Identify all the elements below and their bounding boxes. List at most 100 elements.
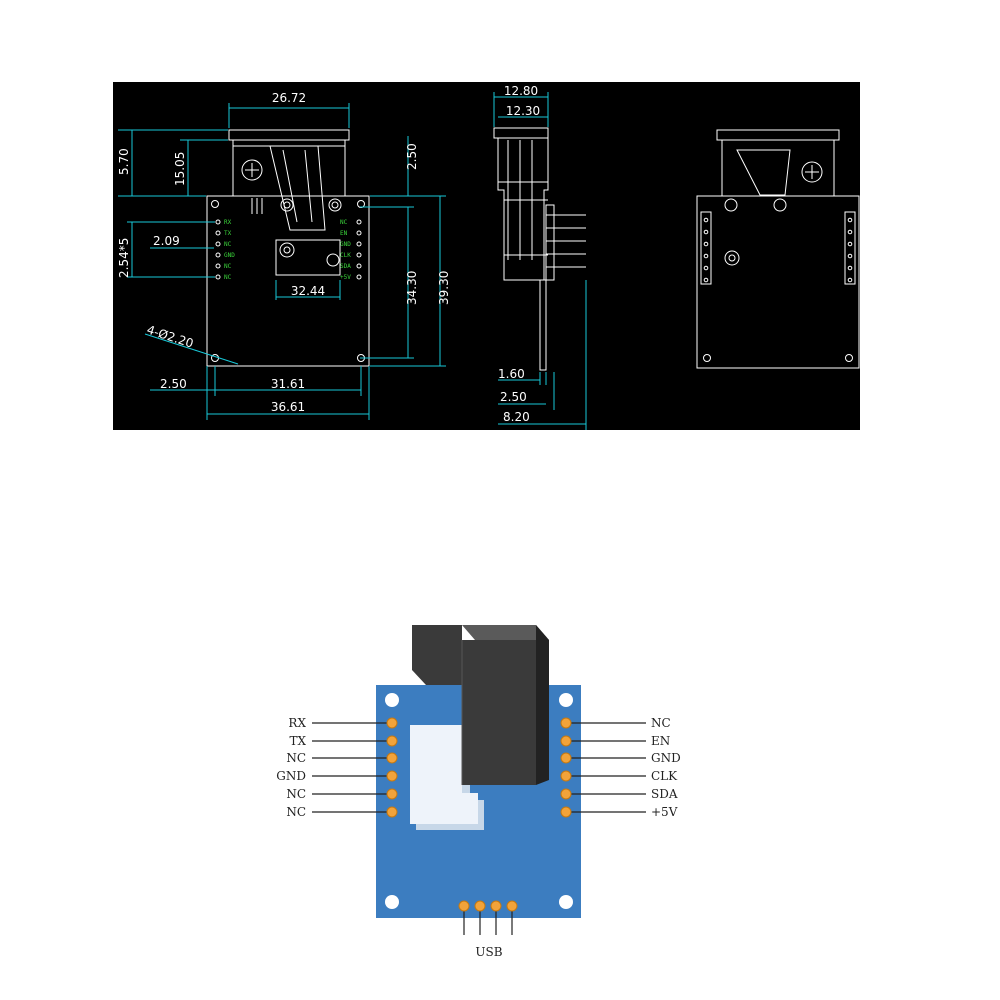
pin-pad — [386, 788, 398, 800]
side-housing-steps — [498, 181, 548, 256]
side-view — [493, 127, 586, 371]
front-housing-lip — [232, 139, 346, 147]
pcb-mount-hole — [559, 895, 573, 909]
back-right-header — [844, 211, 856, 285]
front-lower-block — [275, 239, 341, 276]
front-lens-lines — [282, 149, 313, 223]
dim-right-top: 2.50 — [405, 143, 419, 170]
left-pads — [386, 717, 398, 818]
usb-label: USB — [475, 945, 502, 959]
housing-back-block — [412, 625, 462, 685]
silk-label: NC — [224, 241, 232, 248]
pin-label-gnd: GND — [651, 751, 681, 765]
pin-label-nc: NC — [286, 805, 306, 819]
back-mount-hole — [703, 354, 711, 362]
front-board-outline — [206, 195, 370, 367]
usb-pads — [458, 900, 518, 912]
mount-hole — [211, 200, 219, 208]
pin-label-rx: RX — [288, 716, 306, 730]
dim-side-top-inner: 12.30 — [506, 104, 540, 118]
front-header-pins — [251, 198, 263, 214]
pin-label-nc: NC — [286, 751, 306, 765]
back-cross — [805, 165, 819, 179]
front-screw — [328, 198, 342, 212]
pin-pad — [474, 900, 486, 912]
pin-label-clk: CLK — [651, 769, 678, 783]
dim-left-top: 5.70 — [117, 148, 131, 175]
silk-label: TX — [224, 230, 232, 237]
pin-pad — [560, 806, 572, 818]
right-pin-lines — [570, 722, 646, 813]
pin-pad — [490, 900, 502, 912]
dim-bottom-total: 36.61 — [271, 400, 305, 414]
dim-right-total: 39.30 — [437, 271, 451, 305]
pin-pad — [560, 717, 572, 729]
dim-bottom-inner: 31.61 — [271, 377, 305, 391]
dim-bottom-left: 2.50 — [160, 377, 187, 391]
front-screw — [326, 253, 340, 267]
silk-label: NC — [224, 263, 232, 270]
dim-left-inner: 15.05 — [173, 152, 187, 186]
back-screw — [773, 198, 787, 212]
silk-label: +5V — [340, 274, 351, 281]
back-mount-hole — [845, 354, 853, 362]
pin-label-nc: NC — [651, 716, 671, 730]
front-left-pin-holes — [215, 219, 221, 280]
dim-pin-pitch: 2.54*5 — [117, 238, 131, 278]
pin-pad — [386, 717, 398, 729]
pin-pad — [560, 735, 572, 747]
front-lens-cone — [269, 145, 326, 231]
front-silk-right: NC EN GND CLK SDA +5V — [340, 219, 351, 281]
pin-label-tx: TX — [289, 734, 306, 748]
side-pcb — [539, 279, 547, 371]
left-pin-lines — [312, 722, 388, 813]
dim-right-inner: 34.30 — [405, 271, 419, 305]
front-screw-inner — [283, 246, 291, 254]
dim-inner-width: 32.44 — [291, 284, 325, 298]
back-board-outline — [696, 195, 860, 369]
back-right-pin-holes — [847, 217, 853, 283]
front-cross-hole — [241, 159, 263, 181]
front-right-pin-holes — [356, 219, 362, 280]
silk-label: SDA — [340, 263, 351, 270]
right-pads — [560, 717, 572, 818]
dim-side-b3: 8.20 — [503, 410, 530, 424]
pin-pad — [386, 806, 398, 818]
pin-label-gnd: GND — [276, 769, 306, 783]
silk-label: EN — [340, 230, 348, 237]
dim-side-top-outer: 12.80 — [504, 84, 538, 98]
side-header-pins — [546, 214, 586, 268]
pin-pad — [560, 752, 572, 764]
right-pin-labels: NC EN GND CLK SDA +5V — [651, 716, 681, 819]
pcb-mount-hole — [559, 693, 573, 707]
side-dimension-lines — [493, 92, 587, 430]
pin-label-en: EN — [651, 734, 670, 748]
back-left-header — [700, 211, 712, 285]
mechanical-drawing: RX TX NC GND NC NC NC EN GND CLK SDA +5V… — [113, 82, 860, 430]
silk-label: RX — [224, 219, 232, 226]
pin-pad — [458, 900, 470, 912]
left-pin-labels: RX TX NC GND NC NC — [276, 716, 306, 819]
front-housing-sides — [232, 146, 346, 196]
pin-pad — [560, 788, 572, 800]
side-housing-body — [497, 138, 549, 281]
back-housing-sides — [721, 140, 835, 196]
silk-label: GND — [224, 252, 235, 259]
front-screw — [279, 242, 295, 258]
silk-label: CLK — [340, 252, 351, 259]
pcb-mount-hole — [385, 693, 399, 707]
dim-side-b1: 1.60 — [498, 367, 525, 381]
side-header-block — [545, 204, 555, 281]
pin-label-nc: NC — [286, 787, 306, 801]
usb-pin-lines — [463, 910, 513, 935]
back-cross-hole — [801, 161, 823, 183]
front-screw — [280, 198, 294, 212]
front-cross — [245, 163, 259, 177]
front-screw-inner — [331, 201, 339, 209]
silk-label: GND — [340, 241, 351, 248]
side-housing-top — [493, 127, 549, 139]
dim-pin-offset: 2.09 — [153, 234, 180, 248]
housing-top-face — [462, 625, 549, 640]
pin-pad — [386, 752, 398, 764]
